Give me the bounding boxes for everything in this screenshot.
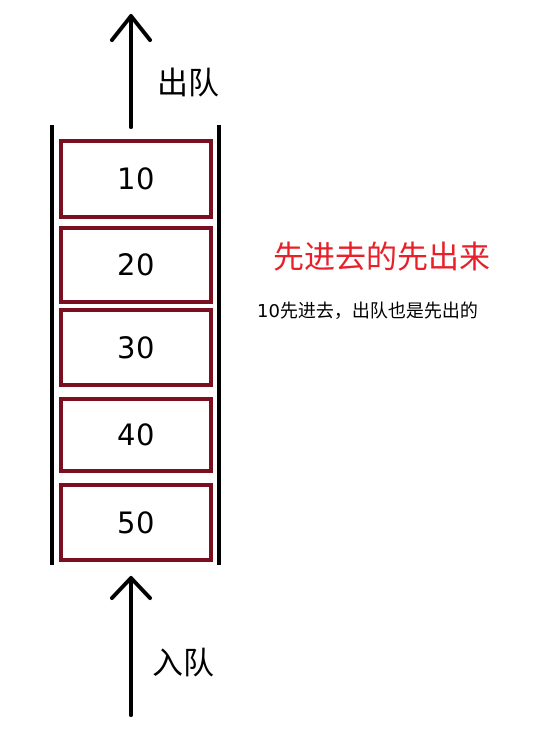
- queue-item-value: 10: [117, 162, 155, 196]
- queue-item: 20: [59, 226, 213, 304]
- queue-item: 40: [59, 397, 213, 473]
- queue-item: 10: [59, 139, 213, 219]
- fifo-note: 10先进去，出队也是先出的: [257, 301, 478, 322]
- queue-item-value: 20: [117, 248, 155, 282]
- fifo-headline: 先进去的先出来: [273, 240, 490, 276]
- dequeue-label: 出队: [157, 66, 219, 102]
- queue-left-wall: [50, 125, 54, 565]
- queue-item-value: 40: [117, 418, 155, 452]
- queue-right-wall: [217, 125, 221, 565]
- enqueue-arrow-icon: [110, 576, 152, 717]
- queue-item: 50: [59, 483, 213, 562]
- enqueue-label: 入队: [152, 646, 214, 682]
- queue-item-value: 30: [117, 330, 155, 365]
- dequeue-arrow-icon: [110, 14, 152, 129]
- queue-item-value: 50: [117, 505, 155, 540]
- queue-item: 30: [59, 308, 213, 387]
